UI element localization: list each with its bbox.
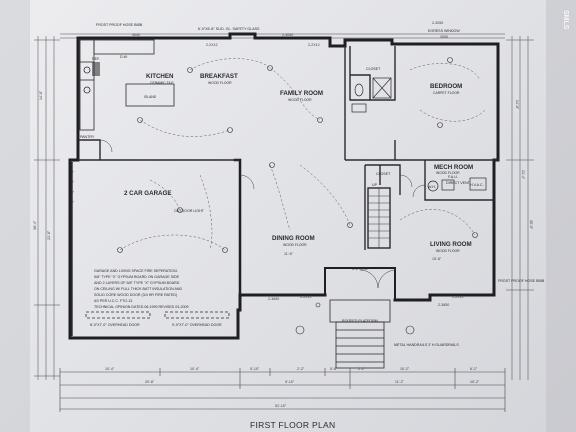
- room-breakfast-floor: WOOD FLOOR: [208, 81, 232, 85]
- dim-run-4: 2'-2": [297, 367, 305, 371]
- sheet-title: FIRST FLOOR PLAN: [250, 420, 335, 430]
- room-living-floor: WOOD FLOOR: [436, 249, 460, 253]
- mech-equipment: [427, 177, 487, 192]
- kitchen-island-label: ISLAND: [144, 95, 157, 99]
- overhead-door-2: 9'-0"X7'-0" OVERHEAD DOOR: [172, 323, 222, 327]
- room-kitchen-floor: CERAMIC TILE: [150, 81, 174, 85]
- room-family-floor: WOOD FLOOR: [288, 98, 312, 102]
- dim-right-2: 35'-0": [529, 220, 533, 230]
- room-dining: DINING ROOM: [272, 235, 315, 242]
- room-family: FAMILY ROOM: [280, 90, 323, 97]
- room-kitchen: KITCHEN: [146, 73, 174, 80]
- dim-overall: 51'-10": [275, 404, 287, 408]
- window-tag-bottom-3: 2-2X12: [452, 295, 464, 299]
- window-tag-top-1: 3040: [132, 33, 140, 37]
- stair-treads: [368, 188, 390, 248]
- fire-note-5: SOLID CORE WOOD DOOR (3/4 HR FIRE RATED): [94, 293, 177, 297]
- kitchen-casework: [79, 39, 175, 131]
- room-mech: MECH ROOM: [434, 164, 473, 171]
- window-tag-top-6: 3050: [440, 35, 448, 39]
- fire-wall-hatch: [69, 160, 75, 206]
- hose-bibb-note-1: FROST PROOF HOSE BIBB: [96, 23, 143, 27]
- dim-left-3: 21'-8": [47, 230, 51, 240]
- dishwasher-label: D.W.: [120, 55, 128, 59]
- direct-vent-label: DIRECT VENT: [446, 181, 471, 185]
- electrical-circuits: [119, 58, 486, 251]
- slider-door-note: 6'-0"X6'-8" SLID. GL. SAFETY GLASS: [198, 27, 260, 31]
- bottom-dimensions: [59, 368, 506, 412]
- window-tag-top-2: 2-3050: [282, 33, 293, 37]
- right-dimensions: [506, 36, 534, 380]
- dim-right-3: 21'-4": [521, 170, 525, 180]
- room-bedroom-floor: CARPET FLOOR: [433, 91, 460, 95]
- fire-note-2: 5/8" TYPE "X" GYPSUM BOARD ON GARAGE SID…: [94, 275, 180, 279]
- dim-total-4: 10'-2": [470, 380, 480, 384]
- room-dining-floor: WOOD FLOOR: [283, 243, 307, 247]
- room-closet-2: CLOSET: [376, 172, 391, 176]
- window-tag-top-3: 2-2X12: [206, 43, 218, 47]
- room-porch: ROOFED PLATFORM: [342, 319, 378, 323]
- fire-note-3: AND 2 LAYERS OF 5/8" TYPE "X" GYPSUM BOA…: [94, 281, 180, 285]
- roofed-platform: [329, 299, 391, 369]
- dining-dim: 11'-6": [284, 252, 294, 256]
- egress-window-note: EGRESS WINDOW: [428, 29, 460, 33]
- living-dim: 15'-8": [432, 257, 442, 261]
- water-heater-label: W.H.: [428, 185, 436, 189]
- light-fixtures: [117, 57, 478, 335]
- hose-bibb-note-2: FROST PROOF HOSE BIBB: [498, 279, 545, 283]
- fire-note-4: ON CEILING W/ FULL THICK BATT INSULATION…: [94, 287, 182, 291]
- window-tag-bottom-4: 2-3650: [438, 303, 449, 307]
- watermark-logo: SMLS: [562, 10, 569, 30]
- room-breakfast: BREAKFAST: [200, 73, 238, 80]
- room-pantry: PANTRY: [80, 135, 95, 139]
- window-tag-top-5: 2-3050: [432, 21, 443, 25]
- dim-run-5: 5'-6": [330, 367, 338, 371]
- handrail-note: METAL HANDRAILS 3' H GUARDRAILS: [394, 343, 459, 347]
- dim-left-2: 36'-4": [33, 220, 37, 230]
- overhead-doors: [85, 311, 230, 319]
- bath-fixtures: [351, 77, 392, 113]
- window-tag-bottom-2: 2-2X12: [300, 295, 312, 299]
- dim-right-1: 14'-8": [515, 100, 519, 110]
- window-tag-bottom-1: 2-3650: [268, 297, 279, 301]
- dim-run-2: 10'-4": [190, 367, 200, 371]
- fire-note-1: GARAGE AND LIVING SPACE FIRE SEPERATION:: [94, 269, 178, 273]
- dim-total-1: 20'-8": [145, 380, 155, 384]
- room-bedroom: BEDROOM: [430, 83, 462, 90]
- dim-run-6: 2'-2": [358, 367, 366, 371]
- fire-note-6: AS PER U.C.C. FTO-13: [94, 299, 132, 303]
- door-swings: [99, 139, 426, 289]
- room-closet-1: CLOSET: [366, 67, 381, 71]
- outdoor-light-label: OUTDOOR LIGHT: [174, 209, 205, 213]
- stair-up-label: UP: [372, 183, 378, 187]
- room-living: LIVING ROOM: [430, 241, 472, 248]
- overhead-door-1: 8'-0"X7'-0" OVERHEAD DOOR: [90, 323, 140, 327]
- refrigerator-label: REF.: [92, 57, 100, 61]
- dim-run-1: 10'-4": [105, 367, 115, 371]
- dim-run-7: 10'-2": [400, 367, 410, 371]
- dim-run-3: 5'-10": [250, 367, 260, 371]
- dim-left-1: 14'-8": [39, 90, 43, 100]
- dim-total-3: 11'-2": [395, 380, 405, 384]
- room-garage: 2 CAR GARAGE: [124, 190, 171, 197]
- fau-label: F.A.U.: [448, 175, 458, 179]
- dim-total-2: 9'-10": [285, 380, 295, 384]
- dim-run-8: 6'-2": [470, 367, 478, 371]
- window-tag-top-4: 2-2X12: [308, 43, 320, 47]
- refrigerator: [92, 62, 100, 76]
- fire-note-7: TECHNICAL OPINION DATED 06-1999 REVISED …: [94, 305, 188, 309]
- room-mech-floor: WOOD FLOOR: [436, 171, 460, 175]
- front-door-label: 3'-0"X6'-8": [352, 267, 369, 271]
- interior-walls: [71, 46, 498, 336]
- left-dimensions: [34, 36, 60, 380]
- hvac-label: H.V.A.C.: [470, 183, 484, 187]
